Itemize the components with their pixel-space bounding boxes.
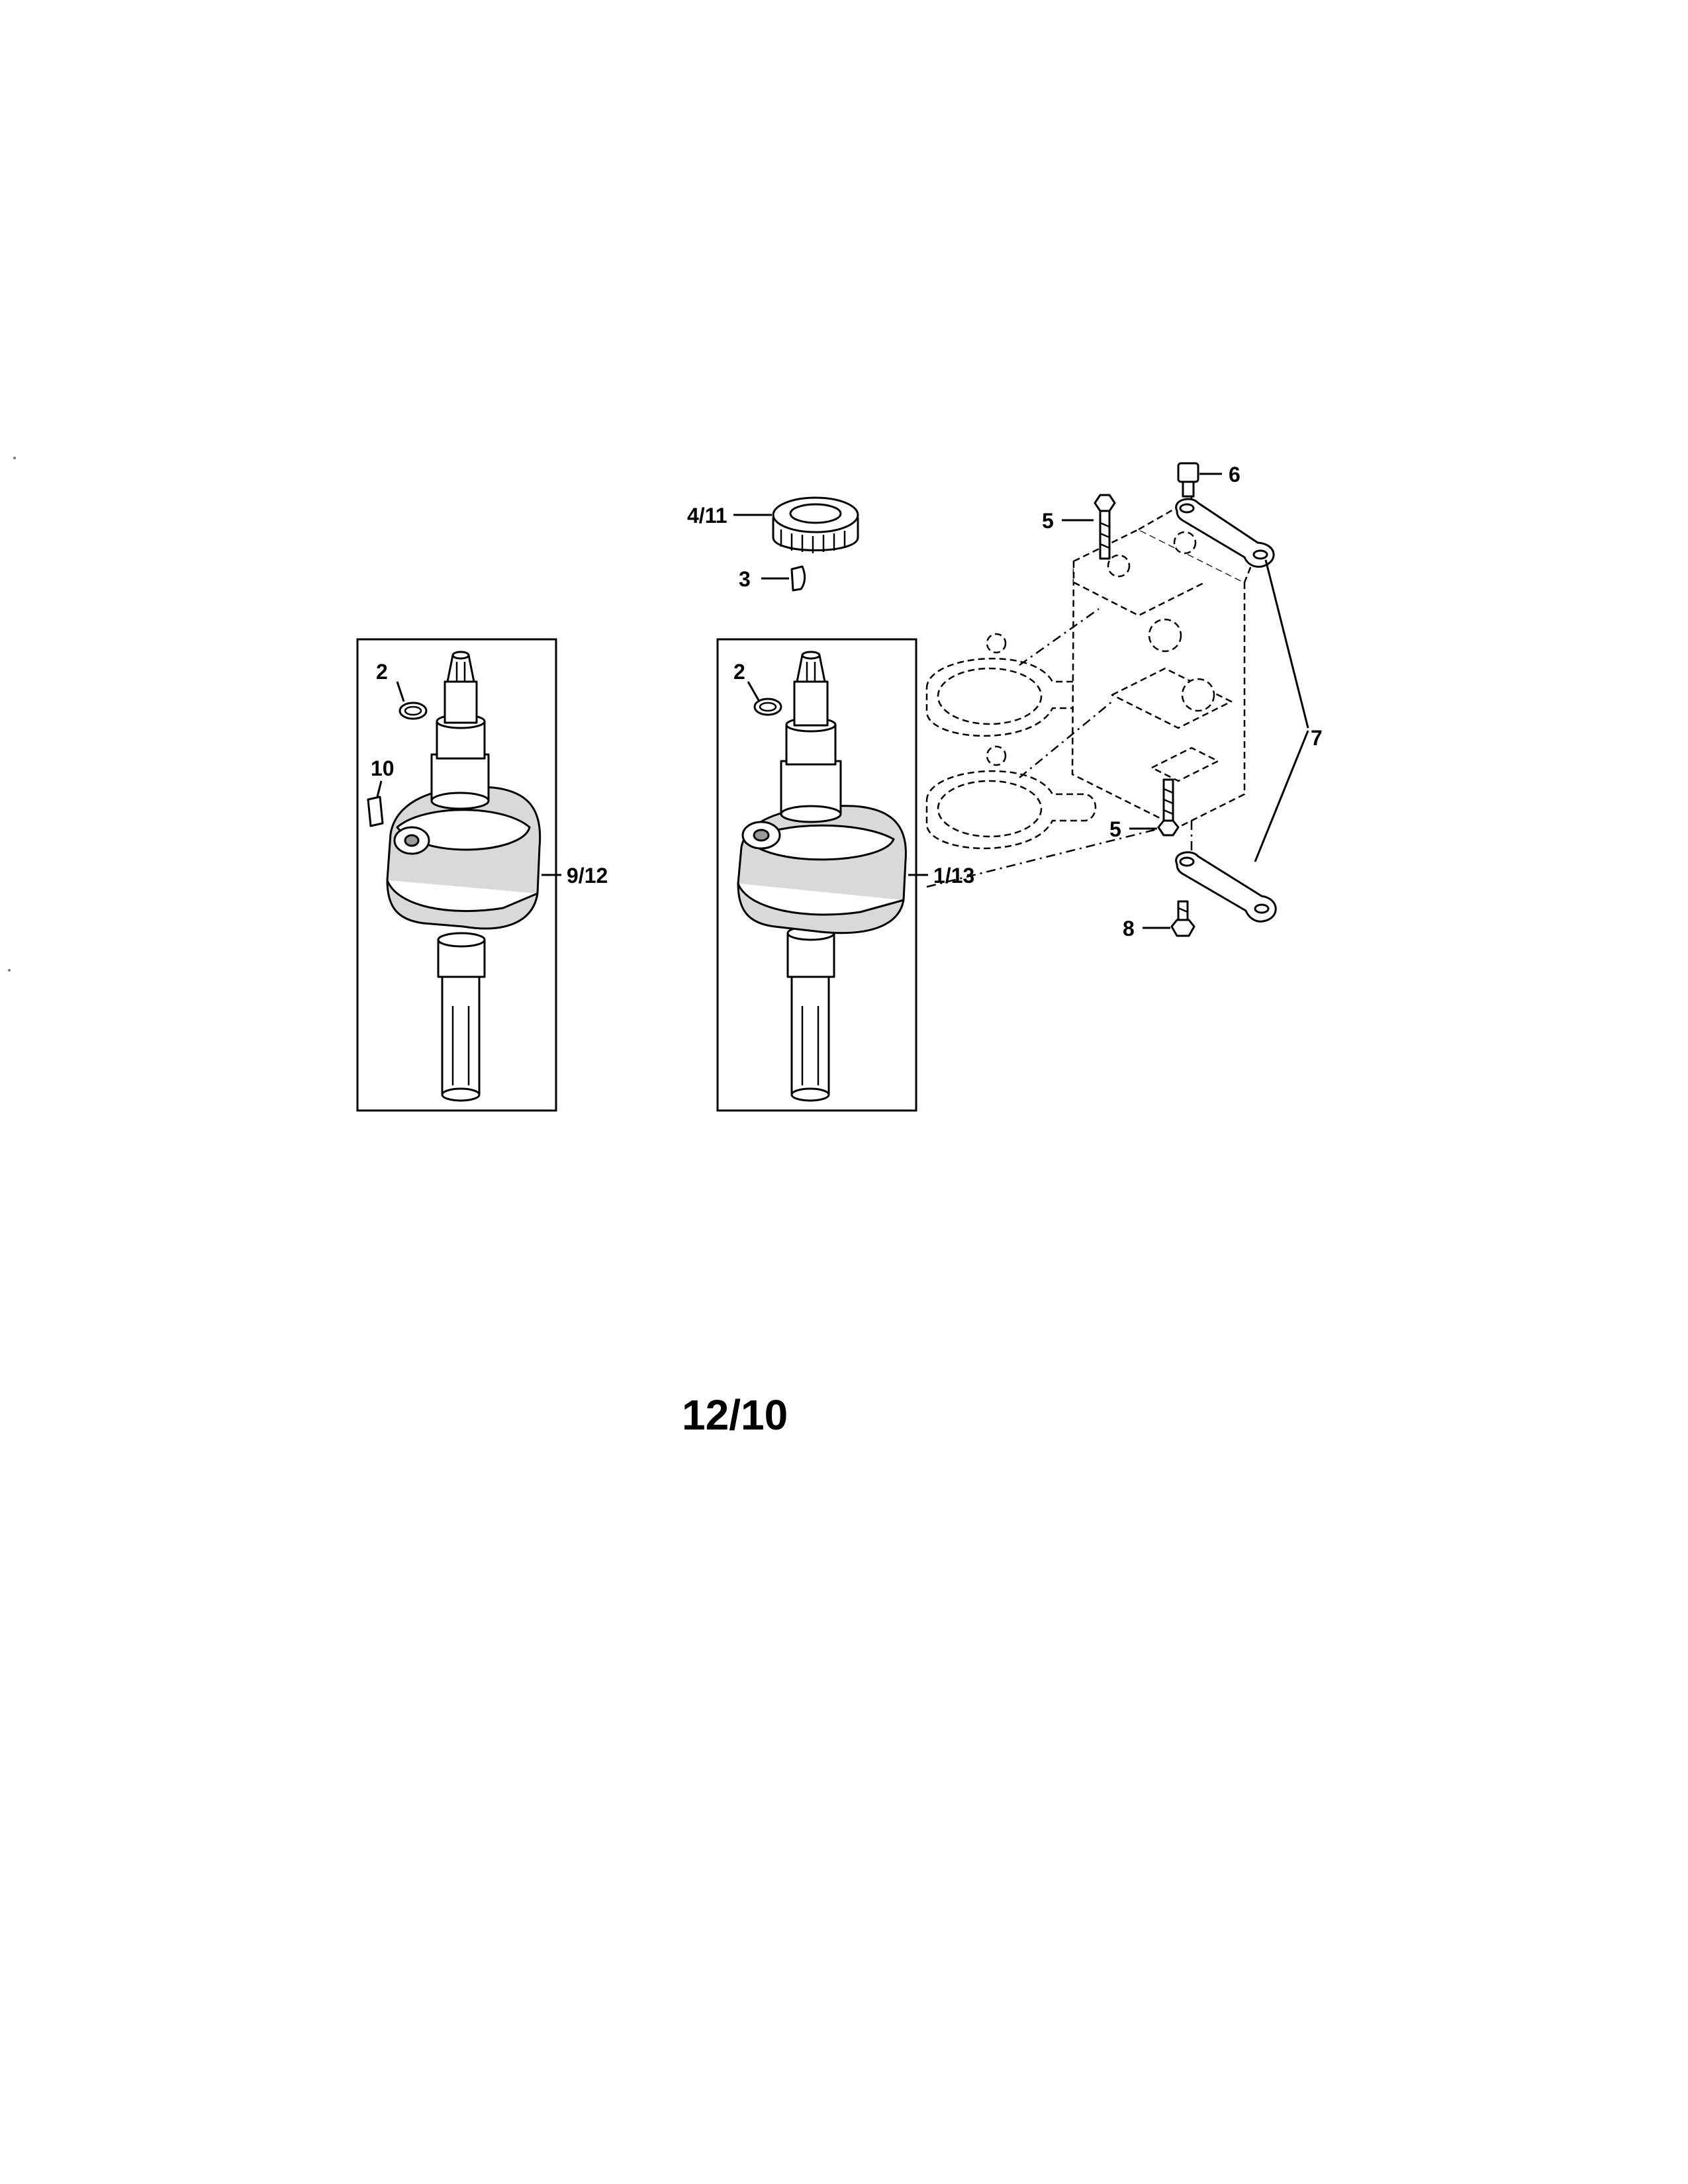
crankshaft-gear [772, 496, 859, 553]
link-plate-top [1175, 498, 1275, 568]
page-number: 12/10 [682, 1391, 788, 1439]
callout-link-plates: 7 [1311, 726, 1323, 750]
callout-screw-top: 6 [1229, 463, 1241, 486]
balancer-housing [1071, 502, 1259, 829]
socket-screw-top [1177, 462, 1199, 498]
callout-crankshaft-right: 1/13 [933, 864, 974, 887]
balancer-bearing-rings [925, 633, 1097, 850]
callout-7-leader-top [1264, 559, 1309, 729]
flange-bolt-lower [1170, 900, 1196, 937]
thrust-washer-right [753, 698, 782, 716]
callout-gear: 4/11 [687, 504, 727, 527]
gear-key [790, 565, 806, 592]
alignment-line-1 [1019, 608, 1100, 666]
callout-7-leader-bottom [1254, 730, 1309, 862]
scan-speck-1 [13, 457, 16, 459]
woodruff-key-left [367, 796, 384, 827]
callout-washer-left: 2 [376, 660, 388, 684]
crankshaft-right-drawing [737, 651, 907, 1102]
callout-washer-right: 2 [733, 660, 745, 684]
callout-bolt-lower: 8 [1123, 917, 1135, 940]
thrust-washer-left [399, 702, 428, 720]
callout-crankshaft-left: 9/12 [567, 864, 608, 887]
crankshaft-left-drawing [386, 651, 541, 1102]
flange-bolt-top [1094, 494, 1116, 560]
callout-gear-key: 3 [739, 567, 751, 591]
flange-bolt-bottom [1157, 778, 1180, 837]
link-plate-bottom [1175, 851, 1277, 923]
callout-bolt-bottom: 5 [1109, 817, 1121, 841]
scan-speck-2 [8, 969, 11, 972]
callout-bolt-top: 5 [1042, 509, 1054, 533]
callout-key-left: 10 [371, 756, 395, 780]
